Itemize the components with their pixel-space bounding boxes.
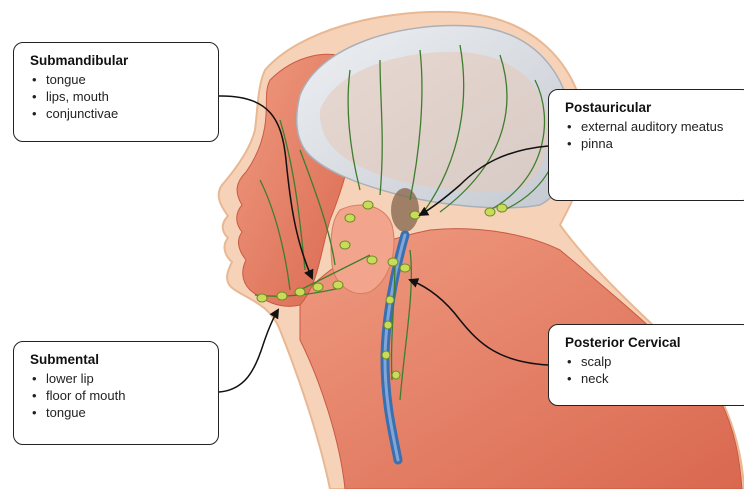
list-item: conjunctivae	[30, 105, 204, 122]
callout-list: external auditory meatus pinna	[565, 118, 737, 152]
callout-posterior-cervical: Posterior Cervical scalp neck	[548, 324, 744, 406]
list-item: scalp	[565, 353, 737, 370]
callout-list: lower lip floor of mouth tongue	[30, 370, 204, 421]
lymph-node	[384, 321, 392, 329]
callout-title: Postauricular	[565, 100, 737, 115]
lymph-node	[485, 208, 495, 216]
list-item: external auditory meatus	[565, 118, 737, 135]
lymph-node	[295, 288, 305, 296]
list-item: lower lip	[30, 370, 204, 387]
lymph-node	[392, 371, 400, 379]
list-item: lips, mouth	[30, 88, 204, 105]
lymph-node	[340, 241, 350, 249]
list-item: tongue	[30, 404, 204, 421]
lymph-node	[333, 281, 343, 289]
callout-list: scalp neck	[565, 353, 737, 387]
lymph-node	[497, 204, 507, 212]
lymph-node	[367, 256, 377, 264]
list-item: floor of mouth	[30, 387, 204, 404]
lymph-node	[363, 201, 373, 209]
lymph-node	[386, 296, 394, 304]
callout-title: Submandibular	[30, 53, 204, 68]
callout-title: Submental	[30, 352, 204, 367]
ear	[391, 188, 419, 232]
lymph-node	[388, 258, 398, 266]
list-item: neck	[565, 370, 737, 387]
callout-submandibular: Submandibular tongue lips, mouth conjunc…	[13, 42, 219, 142]
callout-list: tongue lips, mouth conjunctivae	[30, 71, 204, 122]
arrow-submental	[219, 310, 278, 392]
callout-postauricular: Postauricular external auditory meatus p…	[548, 89, 744, 201]
lymph-node	[277, 292, 287, 300]
lymph-node	[410, 211, 420, 219]
lymph-node	[257, 294, 267, 302]
list-item: pinna	[565, 135, 737, 152]
lymph-node	[345, 214, 355, 222]
lymph-node	[313, 283, 323, 291]
callout-title: Posterior Cervical	[565, 335, 737, 350]
lymph-node	[400, 264, 410, 272]
callout-submental: Submental lower lip floor of mouth tongu…	[13, 341, 219, 445]
list-item: tongue	[30, 71, 204, 88]
lymph-node	[382, 351, 390, 359]
